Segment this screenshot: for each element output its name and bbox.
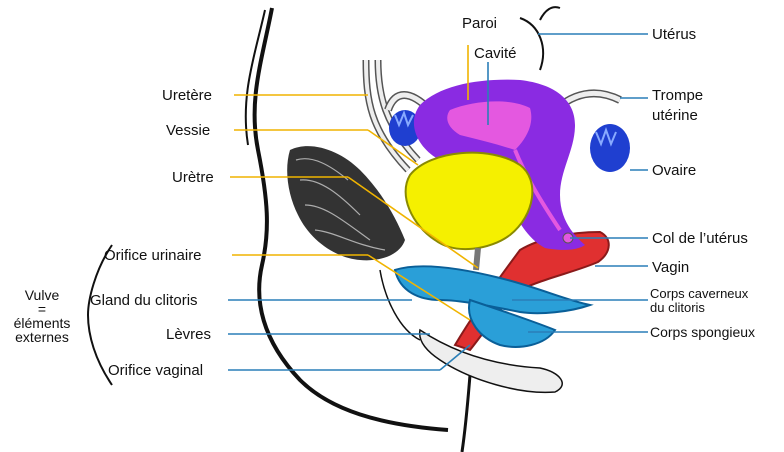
label-uterus: Utérus — [652, 26, 696, 43]
label-orifice-vaginal: Orifice vaginal — [108, 362, 203, 379]
label-uretere: Uretère — [162, 87, 212, 104]
label-corps-spongieux: Corps spongieux — [650, 324, 755, 340]
label-vulve-4: externes — [15, 329, 69, 345]
label-vagin: Vagin — [652, 259, 689, 276]
bladder — [406, 153, 533, 249]
body-outline-belly — [540, 7, 560, 20]
ovary-right — [590, 124, 630, 172]
uterus-bracket — [520, 18, 543, 70]
label-corps-caverneux-1: Corps caverneux — [650, 286, 749, 301]
label-ovaire: Ovaire — [652, 162, 696, 179]
label-corps-caverneux-2: du clitoris — [650, 300, 705, 315]
label-paroi: Paroi — [462, 15, 497, 32]
body-outline-leg — [462, 375, 470, 452]
label-levres: Lèvres — [166, 326, 211, 343]
label-cavite: Cavité — [474, 45, 517, 62]
label-gland: Gland du clitoris — [90, 292, 198, 309]
label-trompe-2: utérine — [652, 107, 698, 124]
label-col: Col de l’utérus — [652, 230, 748, 247]
label-uretre: Urètre — [172, 169, 214, 186]
pubic-hair — [287, 146, 405, 260]
label-trompe-1: Trompe — [652, 87, 703, 104]
label-orifice-urinaire: Orifice urinaire — [104, 247, 202, 264]
label-vessie: Vessie — [166, 122, 210, 139]
